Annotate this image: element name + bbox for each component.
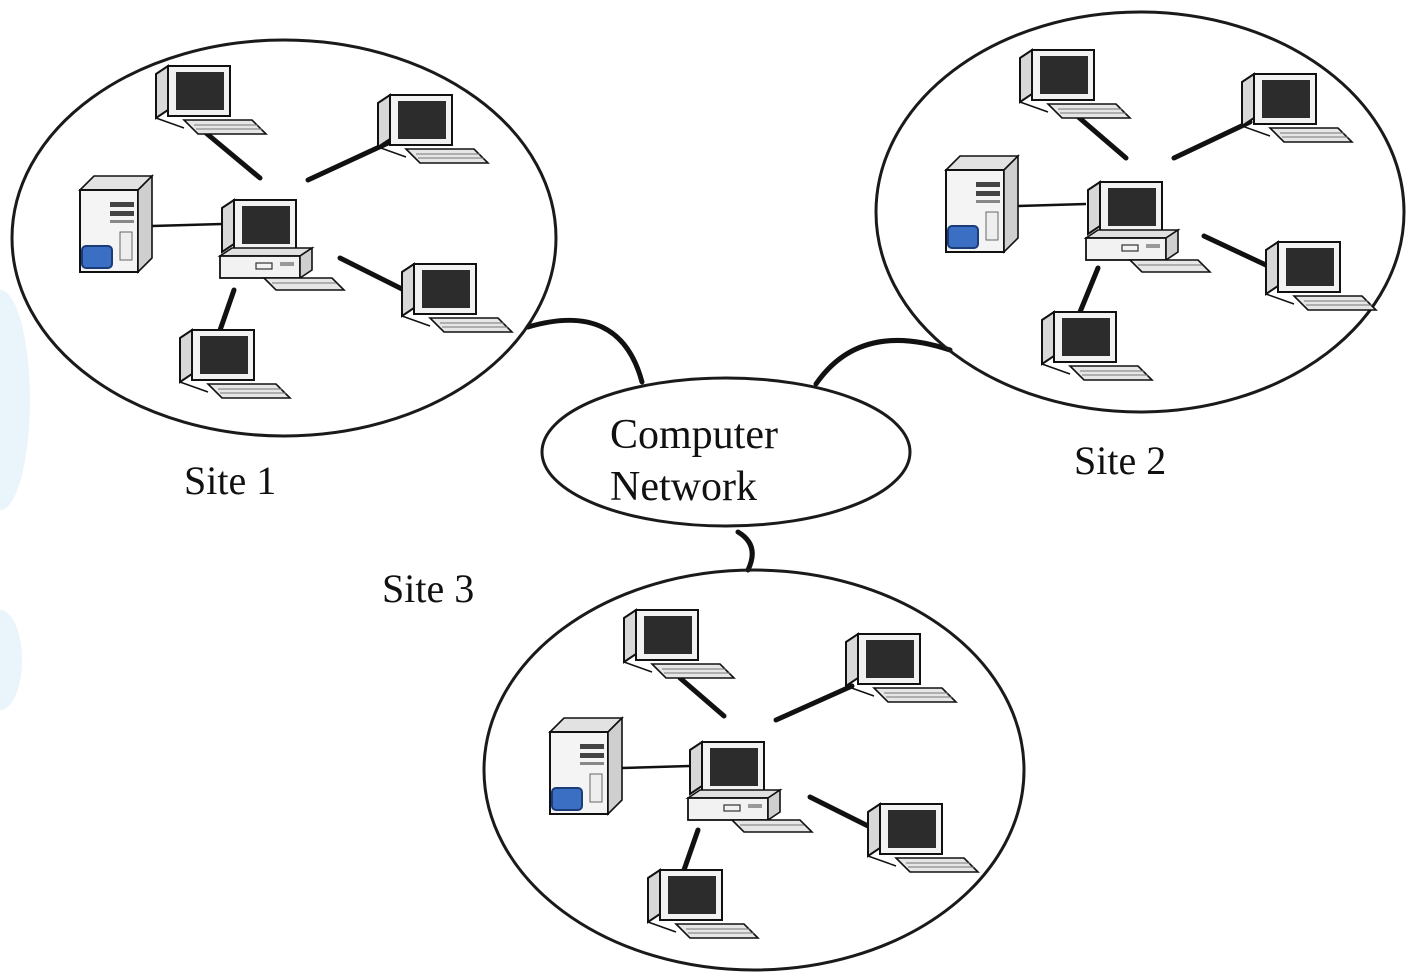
server-tower-icon xyxy=(79,175,153,273)
site-2-boundary xyxy=(874,10,1406,414)
site-link xyxy=(1201,233,1271,269)
desktop-computer-icon xyxy=(1241,73,1353,143)
server-link xyxy=(151,222,223,228)
edge-glow xyxy=(0,290,30,510)
site-3-cluster xyxy=(482,568,1026,972)
network-boundary xyxy=(540,376,912,528)
network-link-site-3 xyxy=(735,529,755,573)
site-3-boundary xyxy=(482,568,1026,972)
desktop-computer-icon xyxy=(179,329,291,399)
hub-computer-icon xyxy=(1085,181,1211,273)
desktop-computer-icon xyxy=(845,633,957,703)
site-link xyxy=(203,130,263,181)
site-3-label: Site 3 xyxy=(382,566,474,611)
desktop-computer-icon xyxy=(377,94,489,164)
site-link xyxy=(681,827,701,873)
network-label-line-2: Network xyxy=(610,464,757,510)
desktop-computer-icon xyxy=(155,65,267,135)
network-link-site-2 xyxy=(813,337,953,387)
site-link xyxy=(677,675,727,719)
server-link xyxy=(1017,202,1087,208)
site-link xyxy=(1073,112,1129,161)
server-link xyxy=(621,764,691,770)
computer-network-node: Computer Network xyxy=(540,376,912,528)
site-1-cluster xyxy=(10,38,558,438)
edge-glow xyxy=(0,610,22,710)
network-label-line-1: Computer xyxy=(610,412,778,458)
site-link xyxy=(1171,119,1253,161)
site-link xyxy=(1077,265,1101,315)
site-link xyxy=(305,140,391,183)
hub-computer-icon xyxy=(687,741,813,833)
site-1-boundary xyxy=(10,38,558,438)
desktop-computer-icon xyxy=(1041,311,1153,381)
desktop-computer-icon xyxy=(867,803,979,873)
desktop-computer-icon xyxy=(623,609,735,679)
server-tower-icon xyxy=(549,717,623,815)
desktop-computer-icon xyxy=(1265,241,1377,311)
desktop-computer-icon xyxy=(647,869,759,939)
site-link xyxy=(773,683,855,723)
server-tower-icon xyxy=(945,155,1019,253)
site-1-label: Site 1 xyxy=(184,458,276,503)
site-2-label: Site 2 xyxy=(1074,438,1166,483)
network-link-site-1 xyxy=(525,317,645,385)
desktop-computer-icon xyxy=(401,263,513,333)
desktop-computer-icon xyxy=(1019,49,1131,119)
site-link xyxy=(337,255,407,293)
site-link xyxy=(215,287,237,339)
site-link xyxy=(807,794,871,829)
hub-computer-icon xyxy=(219,199,345,291)
site-2-cluster xyxy=(874,10,1406,414)
